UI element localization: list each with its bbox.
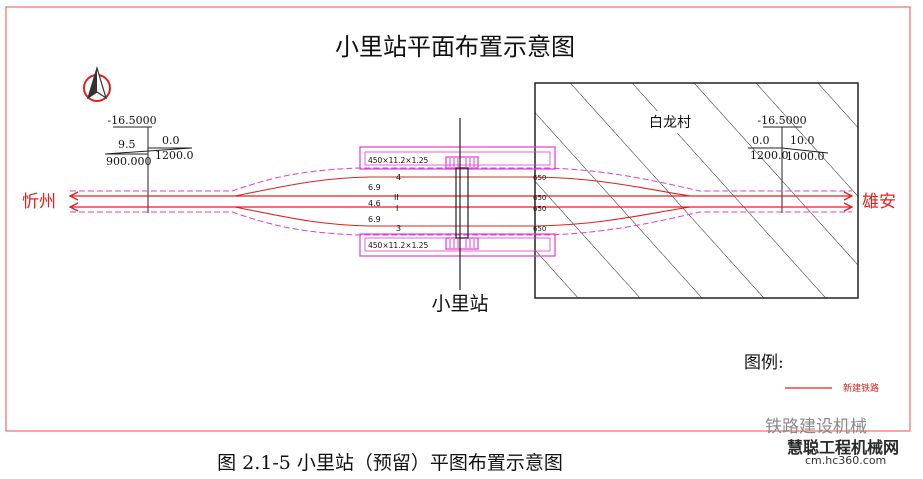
platform-bottom-label: 450×11.2×1.25	[368, 241, 429, 250]
legend: 图例: 新建铁路	[744, 353, 879, 394]
diagram-title: 小里站平面布置示意图	[335, 33, 575, 61]
station-building	[445, 118, 479, 290]
left-length-b: 1200.0	[155, 149, 194, 162]
north-arrow-icon	[83, 65, 111, 102]
track-spacing: 6.9	[368, 215, 381, 224]
figure-caption: 图 2.1-5 小里站（预留）平图布置示意图	[217, 452, 563, 474]
left-grade-b: 0.0	[162, 134, 180, 147]
right-grade-a: 0.0	[752, 134, 770, 147]
left-grade-annotation: -16.5000 9.5 0.0 900.000 1200.0	[104, 114, 194, 213]
track-number: 3	[396, 224, 401, 233]
switch-number: 650	[533, 225, 546, 233]
watermark-line3: cm.hc360.com	[805, 454, 887, 467]
right-city-label: 雄安	[862, 192, 896, 212]
watermark-line1: 铁路建设机械	[765, 417, 867, 437]
switch-number: 650	[533, 174, 546, 182]
construction-envelope	[70, 167, 852, 236]
track-number: 4	[396, 173, 401, 182]
legend-title: 图例:	[744, 353, 784, 373]
right-elevation: -16.5000	[757, 114, 806, 127]
right-length-b: 1000.0	[786, 150, 825, 163]
left-city-label: 忻州	[22, 192, 56, 212]
main-tracks	[68, 191, 854, 212]
village-label: 白龙村	[649, 115, 691, 131]
right-grade-annotation: -16.5000 0.0 10.0 1200.0 1000.0	[748, 114, 829, 213]
left-grade-a: 9.5	[118, 138, 136, 151]
drawing-frame	[5, 6, 911, 432]
station-label: 小里站	[431, 293, 488, 315]
watermark: 铁路建设机械 慧聪工程机械网 cm.hc360.com	[765, 412, 915, 468]
track-spacing: 4.6	[368, 199, 381, 208]
switch-number: 650	[533, 205, 546, 213]
left-length-a: 900.000	[106, 155, 152, 168]
platform-top-label: 450×11.2×1.25	[368, 156, 429, 165]
siding-tracks	[234, 176, 691, 227]
right-length-a: 1200.0	[750, 149, 789, 162]
right-grade-b: 10.0	[790, 134, 815, 147]
switch-number: 650	[533, 194, 546, 202]
track-spacing: 6.9	[368, 183, 381, 192]
legend-item-label: 新建铁路	[843, 382, 879, 394]
left-elevation: -16.5000	[107, 114, 156, 127]
track-number: I	[396, 204, 398, 213]
track-number: II	[394, 193, 399, 202]
watermark-line2: 慧聪工程机械网	[787, 438, 900, 457]
